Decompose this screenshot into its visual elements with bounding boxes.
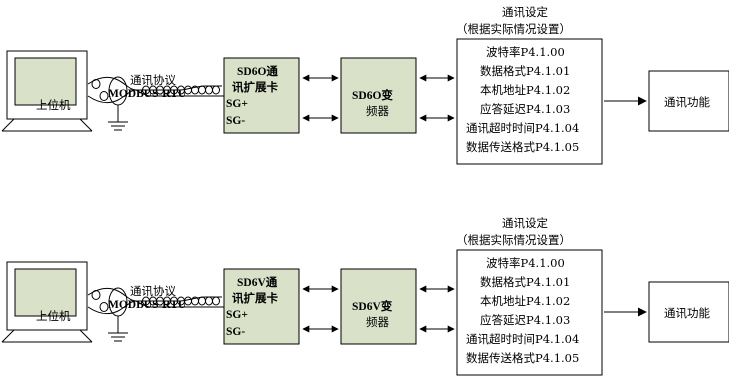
card-title-line1: SD6V通	[237, 276, 278, 289]
param-item: 数据传送格式P4.1.05	[466, 351, 579, 365]
protocol-name: MODBUS-RTU	[108, 88, 187, 100]
param-item: 本机地址P4.1.02	[480, 294, 570, 308]
card-pin-sgminus: SG-	[226, 115, 245, 127]
param-item: 波特率P4.1.00	[486, 256, 565, 270]
function-label: 通讯功能	[664, 95, 710, 109]
pc-label: 上位机	[36, 98, 71, 112]
inverter-line2: 频器	[366, 315, 389, 329]
param-item: 应答延迟P4.1.03	[480, 313, 570, 327]
param-item: 数据传送格式P4.1.05	[466, 140, 579, 154]
param-item: 波特率P4.1.00	[486, 45, 565, 59]
param-item: 应答延迟P4.1.03	[480, 102, 570, 116]
inverter-line2: 频器	[366, 104, 389, 118]
pc-label: 上位机	[36, 309, 71, 323]
param-item: 数据格式P4.1.01	[480, 275, 570, 289]
protocol-label: 通讯协议	[130, 284, 176, 298]
card-pin-sgplus: SG+	[226, 98, 248, 110]
card-title-line2: 讯扩展卡	[232, 80, 278, 94]
protocol-label: 通讯协议	[130, 73, 176, 87]
param-item: 本机地址P4.1.02	[480, 83, 570, 97]
card-pin-sgplus: SG+	[226, 309, 248, 321]
inverter-line1: SD6V变	[352, 299, 393, 313]
param-item: 通讯超时时间P4.1.04	[466, 121, 579, 135]
diagram-sd6o: 上位机 通讯协议 MODBUS-RTU SD6O通 讯扩展卡 SG+ SG- S…	[2, 5, 729, 164]
card-pin-sgminus: SG-	[226, 326, 245, 338]
inverter-line1: SD6O变	[352, 88, 393, 102]
settings-title: 通讯设定	[502, 5, 548, 19]
card-title-line1: SD6O通	[237, 65, 278, 78]
settings-subtitle: （根据实际情况设置）	[456, 233, 571, 247]
card-title-line2: 讯扩展卡	[232, 291, 278, 305]
function-label: 通讯功能	[664, 306, 710, 320]
protocol-name: MODBUS-RTU	[108, 299, 187, 311]
settings-subtitle: （根据实际情况设置）	[456, 22, 571, 36]
param-item: 通讯超时时间P4.1.04	[466, 332, 579, 346]
diagram-sd6v: 上位机 通讯协议 MODBUS-RTU SD6V通 讯扩展卡 SG+ SG- S…	[2, 216, 729, 375]
param-item: 数据格式P4.1.01	[480, 64, 570, 78]
settings-title: 通讯设定	[502, 216, 548, 230]
